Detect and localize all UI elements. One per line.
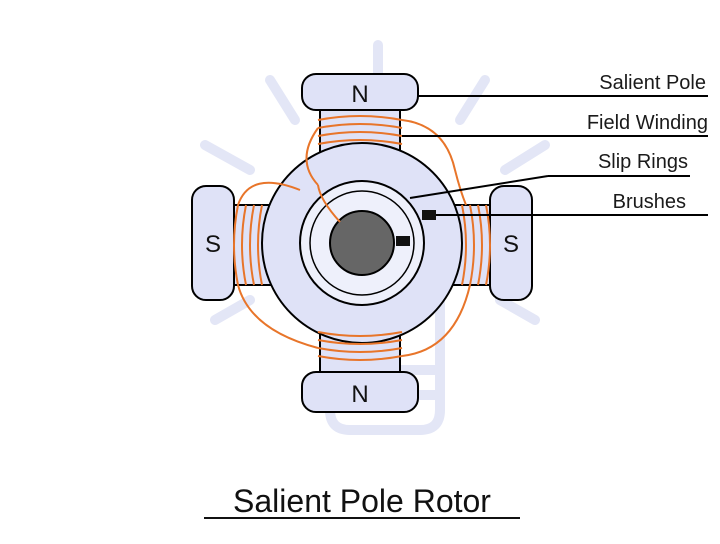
shaft bbox=[329, 210, 395, 276]
diagram-title: Salient Pole Rotor bbox=[233, 483, 491, 519]
label-salient-pole: Salient Pole bbox=[599, 72, 706, 94]
label-field-winding: Field Winding bbox=[587, 112, 708, 134]
brush-lower bbox=[396, 236, 410, 246]
label-slip-rings: Slip Rings bbox=[598, 151, 688, 173]
slip-ring-inner bbox=[309, 190, 415, 296]
pole-right-letter: S bbox=[503, 231, 519, 258]
pole-top-letter: N bbox=[351, 81, 368, 108]
field-winding bbox=[233, 115, 491, 361]
label-brushes: Brushes bbox=[613, 191, 686, 213]
pole-bottom-letter: N bbox=[351, 381, 368, 408]
brush-upper bbox=[422, 210, 436, 220]
pole-left-letter: S bbox=[205, 231, 221, 258]
leader-lines bbox=[402, 95, 708, 216]
